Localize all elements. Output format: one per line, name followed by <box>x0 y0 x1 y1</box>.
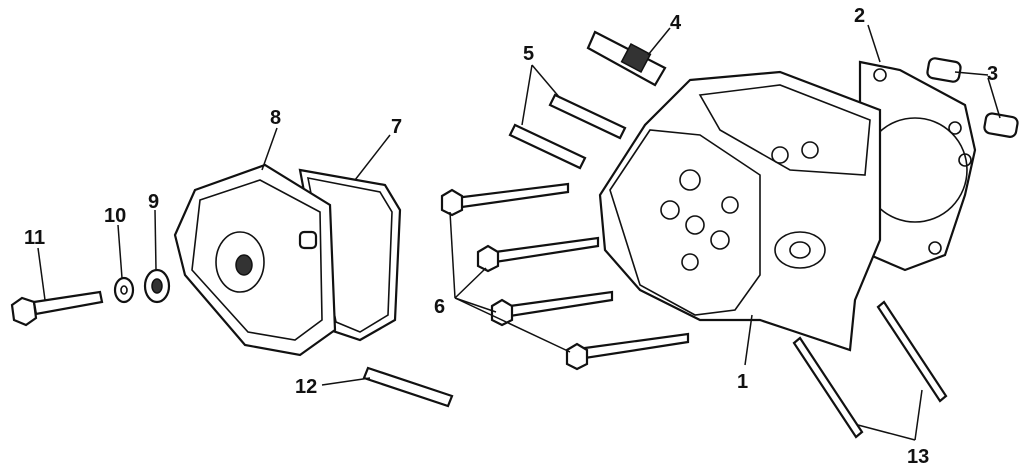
label-8: 8 <box>270 107 281 129</box>
label-2: 2 <box>854 5 865 27</box>
studs <box>508 93 627 170</box>
pin <box>362 366 454 408</box>
long-studs <box>792 300 948 439</box>
label-4: 4 <box>670 12 682 34</box>
label-6: 6 <box>434 296 445 318</box>
washer-seal-bolt <box>10 268 171 327</box>
label-11: 11 <box>24 227 45 249</box>
label-1: 1 <box>737 371 748 393</box>
label-5: 5 <box>523 43 534 65</box>
label-10: 10 <box>104 205 126 227</box>
leader-lines <box>37 24 1001 441</box>
head-bolts <box>440 182 690 371</box>
label-12: 12 <box>295 376 317 398</box>
label-7: 7 <box>391 116 402 138</box>
spark-plug <box>586 30 667 87</box>
valve-cover <box>173 163 337 357</box>
label-3: 3 <box>987 63 998 85</box>
part-labels: 1 2 3 4 5 6 7 8 9 10 11 12 13 <box>24 5 998 468</box>
label-13: 13 <box>907 446 929 468</box>
dowel-pins <box>926 57 1019 138</box>
cylinder-head <box>598 70 882 352</box>
label-9: 9 <box>148 191 159 213</box>
